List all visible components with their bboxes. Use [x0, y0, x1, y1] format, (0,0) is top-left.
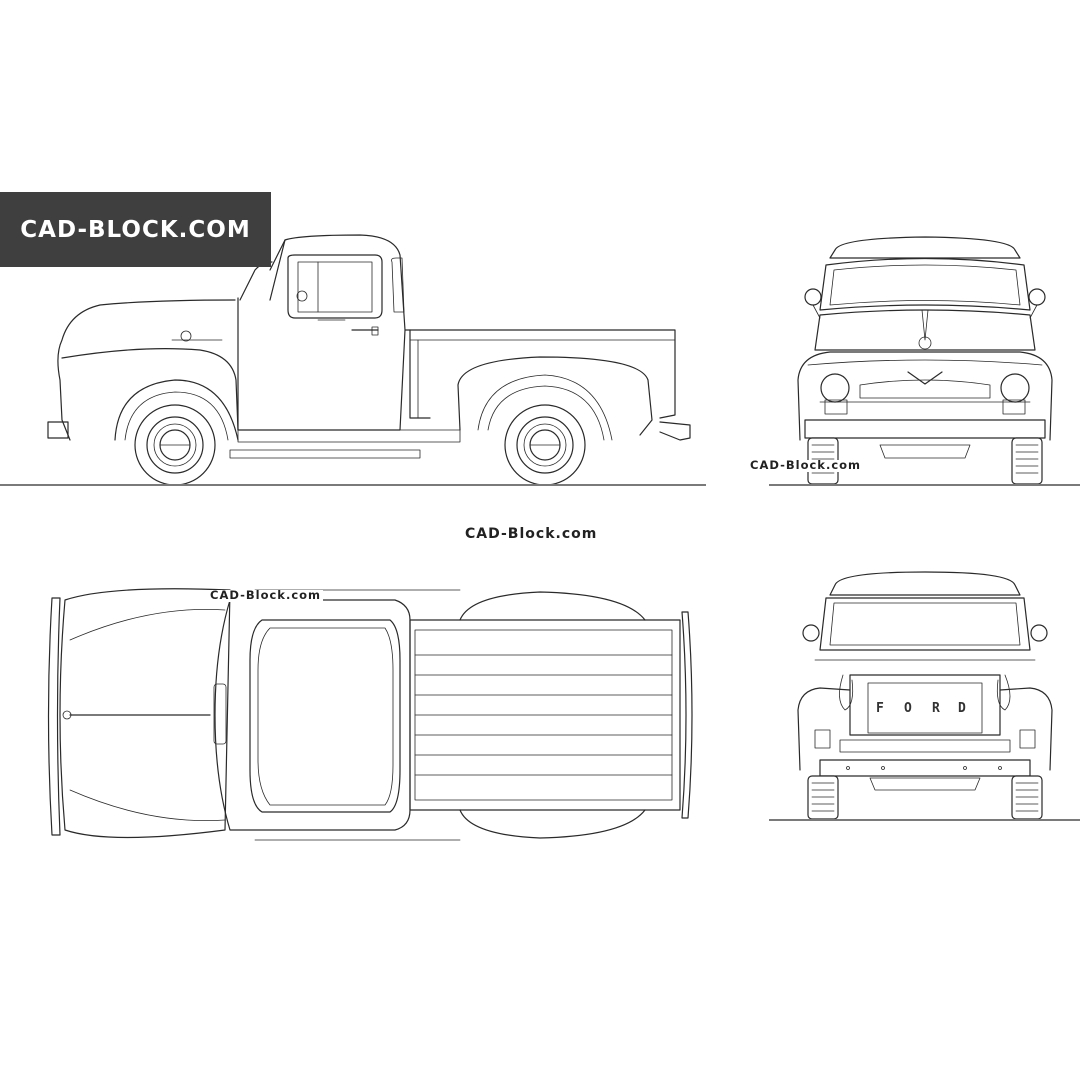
brand-banner: CAD-Block.com: [0, 192, 271, 267]
watermark-middle: CAD-Block.com: [465, 526, 598, 542]
watermark-top-view: CAD-Block.com: [208, 588, 324, 602]
tailgate-letter-o: O: [904, 701, 912, 716]
front-view-ground-line: [769, 484, 1080, 486]
side-view-ground-line: [0, 484, 706, 486]
tailgate-letter-d: D: [958, 701, 966, 716]
tailgate-letter-r: R: [932, 701, 940, 716]
tailgate-letter-f: F: [876, 701, 884, 716]
watermark-front-view: CAD-Block.com: [750, 458, 862, 472]
brand-banner-text: CAD-Block.com: [20, 216, 251, 243]
rear-view-ground-line: [769, 819, 1080, 821]
